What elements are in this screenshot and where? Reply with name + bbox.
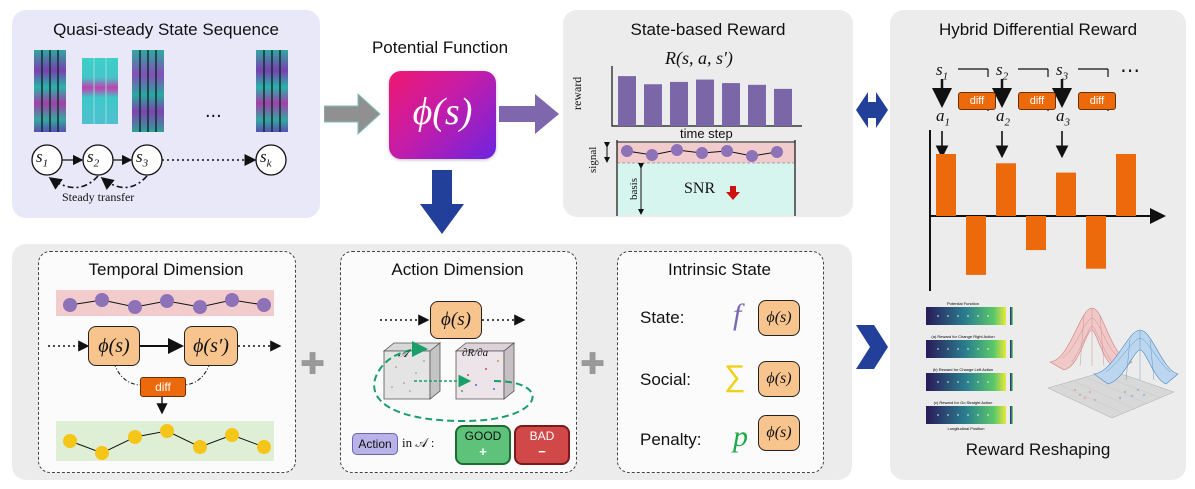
state-chain [31, 144, 287, 190]
bad-label: BAD [529, 429, 555, 443]
intrinsic-phi-social: ϕ(s) [758, 361, 800, 397]
svg-text:(b) Reward for Change Left Act: (b) Reward for Change Left Action [933, 367, 993, 372]
hybrid-a3: a3 [1056, 106, 1070, 129]
plus-sign-1: ✚ [300, 348, 326, 381]
intrinsic-sum-symbol: ∑ [724, 360, 746, 393]
reward-ylabel: reward [570, 76, 584, 110]
state-s2: s2 [87, 147, 100, 170]
state-heatmap-strips [34, 50, 288, 132]
reshaping-3d-surface [1047, 307, 1179, 419]
svg-text:(a) Reward for Change Right Ac: (a) Reward for Change Right Action [931, 334, 994, 339]
state-s1: s1 [36, 147, 49, 170]
intrinsic-penalty-label: Penalty: [640, 430, 702, 449]
state-reward-title: State-based Reward [630, 20, 786, 39]
reward-bar [618, 76, 636, 126]
steady-transfer-caption: Steady transfer [62, 190, 135, 204]
temporal-phi-s-prime: ϕ(s′) [184, 326, 238, 366]
reward-xlabel: time step [680, 126, 733, 141]
reward-bar [696, 79, 714, 126]
hybrid-ellipsis: ⋯ [1120, 60, 1140, 82]
action-diagram [373, 314, 534, 423]
intrinsic-p-symbol: p [733, 420, 748, 453]
reward-bar [748, 84, 766, 126]
hybrid-reward-bar [966, 216, 986, 275]
potential-function-box [389, 71, 496, 159]
hybrid-reward-bar [936, 154, 956, 216]
reward-bar [670, 81, 688, 126]
temporal-diff: diff [140, 377, 186, 397]
action-phi: ϕ(s) [430, 301, 482, 339]
temporal-title: Temporal Dimension [88, 260, 244, 279]
arrow-bottom-to-hybrid [856, 325, 888, 369]
hybrid-a2: a2 [996, 106, 1010, 129]
basis-label: basis [628, 178, 640, 200]
arrow-bidirectional [856, 92, 888, 128]
action-chip: Action [352, 433, 398, 455]
hybrid-reward-bar [1086, 216, 1106, 269]
heatmap-straight: (c) Reward for Go Straight Action Longit… [926, 400, 1013, 431]
in-set-label: in 𝒜 : [402, 435, 435, 450]
reshaping-title: Reward Reshaping [965, 440, 1111, 459]
state-s3: s3 [136, 147, 149, 170]
svg-text:Longitudinal Position: Longitudinal Position [948, 426, 985, 431]
hybrid-diagram [929, 68, 1166, 291]
reward-bar [722, 83, 740, 126]
temporal-phi-s: ϕ(s) [88, 326, 140, 366]
action-cube-left-label: 𝒜 [398, 348, 409, 360]
hybrid-s1: s1 [936, 60, 949, 83]
strip-group-1 [34, 50, 66, 132]
hybrid-diff-3: diff [1078, 92, 1116, 110]
intrinsic-title: Intrinsic State [668, 260, 771, 279]
reshaping-heatmaps: Potential Function (a) Reward for Change… [926, 301, 1013, 431]
reward-bar [644, 84, 662, 126]
strip-group-3 [132, 50, 164, 132]
intrinsic-f-symbol: f [733, 298, 742, 331]
heatmap-right: (a) Reward for Change Right Action [926, 334, 1013, 358]
intrinsic-state-label: State: [640, 308, 685, 327]
temporal-diagram [48, 290, 282, 461]
action-title: Action Dimension [391, 260, 524, 279]
hybrid-diff-2: diff [1018, 92, 1056, 110]
arrow-phi-down [420, 170, 464, 234]
signal-label: signal [587, 146, 599, 173]
hybrid-reward-bar [1026, 216, 1046, 251]
quasi-title: Quasi-steady State Sequence [53, 20, 279, 39]
strip-group-k [256, 50, 288, 132]
arrow-quasi-to-phi [324, 92, 381, 136]
heatmap-potential: Potential Function [926, 301, 1013, 325]
heatmap-left: (b) Reward for Change Left Action [926, 367, 1013, 391]
intrinsic-phi-penalty: ϕ(s) [758, 415, 800, 451]
svg-text:Potential Function: Potential Function [947, 301, 979, 306]
strip-group-2 [82, 58, 118, 124]
strip-ellipsis: ... [205, 100, 222, 122]
reward-bar [774, 88, 792, 126]
plus-sign-2: ✚ [580, 348, 606, 381]
svg-text:(c) Reward for Go Straight Act: (c) Reward for Go Straight Action [934, 400, 993, 405]
good-label: GOOD [464, 429, 502, 443]
reward-bar-chart [611, 66, 802, 127]
hybrid-reward-bar [996, 163, 1016, 216]
intrinsic-social-label: Social: [640, 370, 692, 389]
hybrid-reward-bar [1116, 154, 1136, 216]
good-plus-icon: + [479, 444, 487, 459]
bad-minus-icon: − [538, 444, 546, 459]
snr-label: SNR [684, 180, 716, 197]
hybrid-diff-1: diff [958, 92, 996, 110]
signal-basis-diagram [604, 140, 796, 216]
good-button [455, 425, 511, 465]
potential-symbol: ϕ(s) [412, 91, 473, 133]
hybrid-s3: s3 [1056, 60, 1069, 83]
potential-title: Potential Function [371, 38, 509, 57]
action-cube-right-label: ∂R/∂a [462, 347, 489, 359]
hybrid-a1: a1 [936, 106, 950, 129]
intrinsic-phi-state: ϕ(s) [758, 300, 800, 336]
state-sk: sk [260, 147, 272, 170]
arrow-phi-to-reward [499, 94, 559, 134]
hybrid-s2: s2 [996, 60, 1009, 83]
bad-button [514, 425, 570, 465]
hybrid-title: Hybrid Differential Reward [938, 20, 1138, 39]
reward-formula: R(s, a, s′) [665, 48, 733, 68]
hybrid-reward-bar [1056, 172, 1076, 216]
